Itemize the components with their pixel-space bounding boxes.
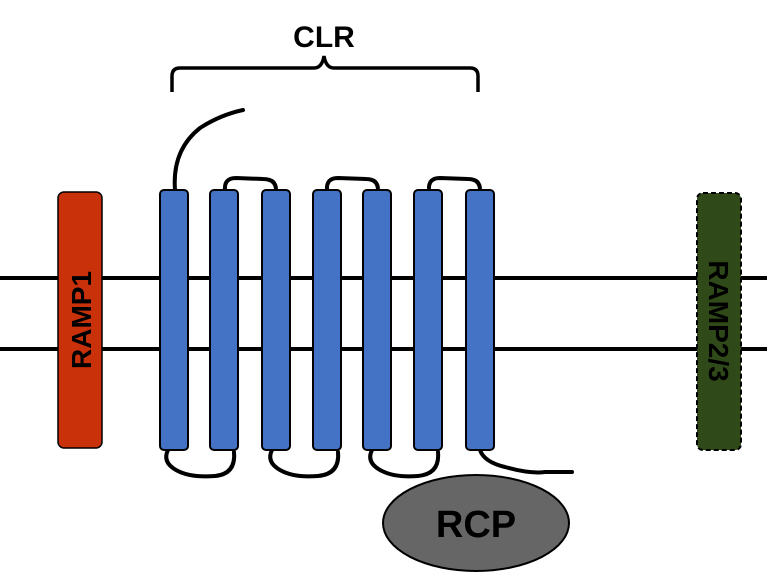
rcp-ellipse [382,474,570,572]
intracellular-loop-1 [164,448,237,479]
n-terminus [172,108,245,192]
transmembrane-helix-2 [209,189,239,451]
clr-helices [159,189,495,451]
clr-label: CLR [293,21,355,54]
transmembrane-helix-3 [261,189,291,451]
ramp1-label: RAMP1 [66,271,97,369]
extracellular-loop-3 [426,175,482,192]
transmembrane-helix-7 [465,189,495,451]
transmembrane-helix-5 [362,189,392,451]
rcp-label: RCP [436,504,516,546]
extracellular-loop-2 [324,175,380,192]
transmembrane-helix-6 [413,189,443,451]
ramp1-box [57,191,103,449]
ramp23-box [696,192,742,451]
clr-bracket [170,55,480,92]
intracellular-loop-2 [268,448,341,479]
intracellular-loop-3 [368,448,441,479]
extracellular-loop-1 [222,175,278,192]
transmembrane-helix-4 [312,189,342,451]
c-terminus [478,448,574,475]
transmembrane-helix-1 [159,189,189,451]
loops [164,108,574,479]
ramp23-label: RAMP2/3 [703,260,734,381]
